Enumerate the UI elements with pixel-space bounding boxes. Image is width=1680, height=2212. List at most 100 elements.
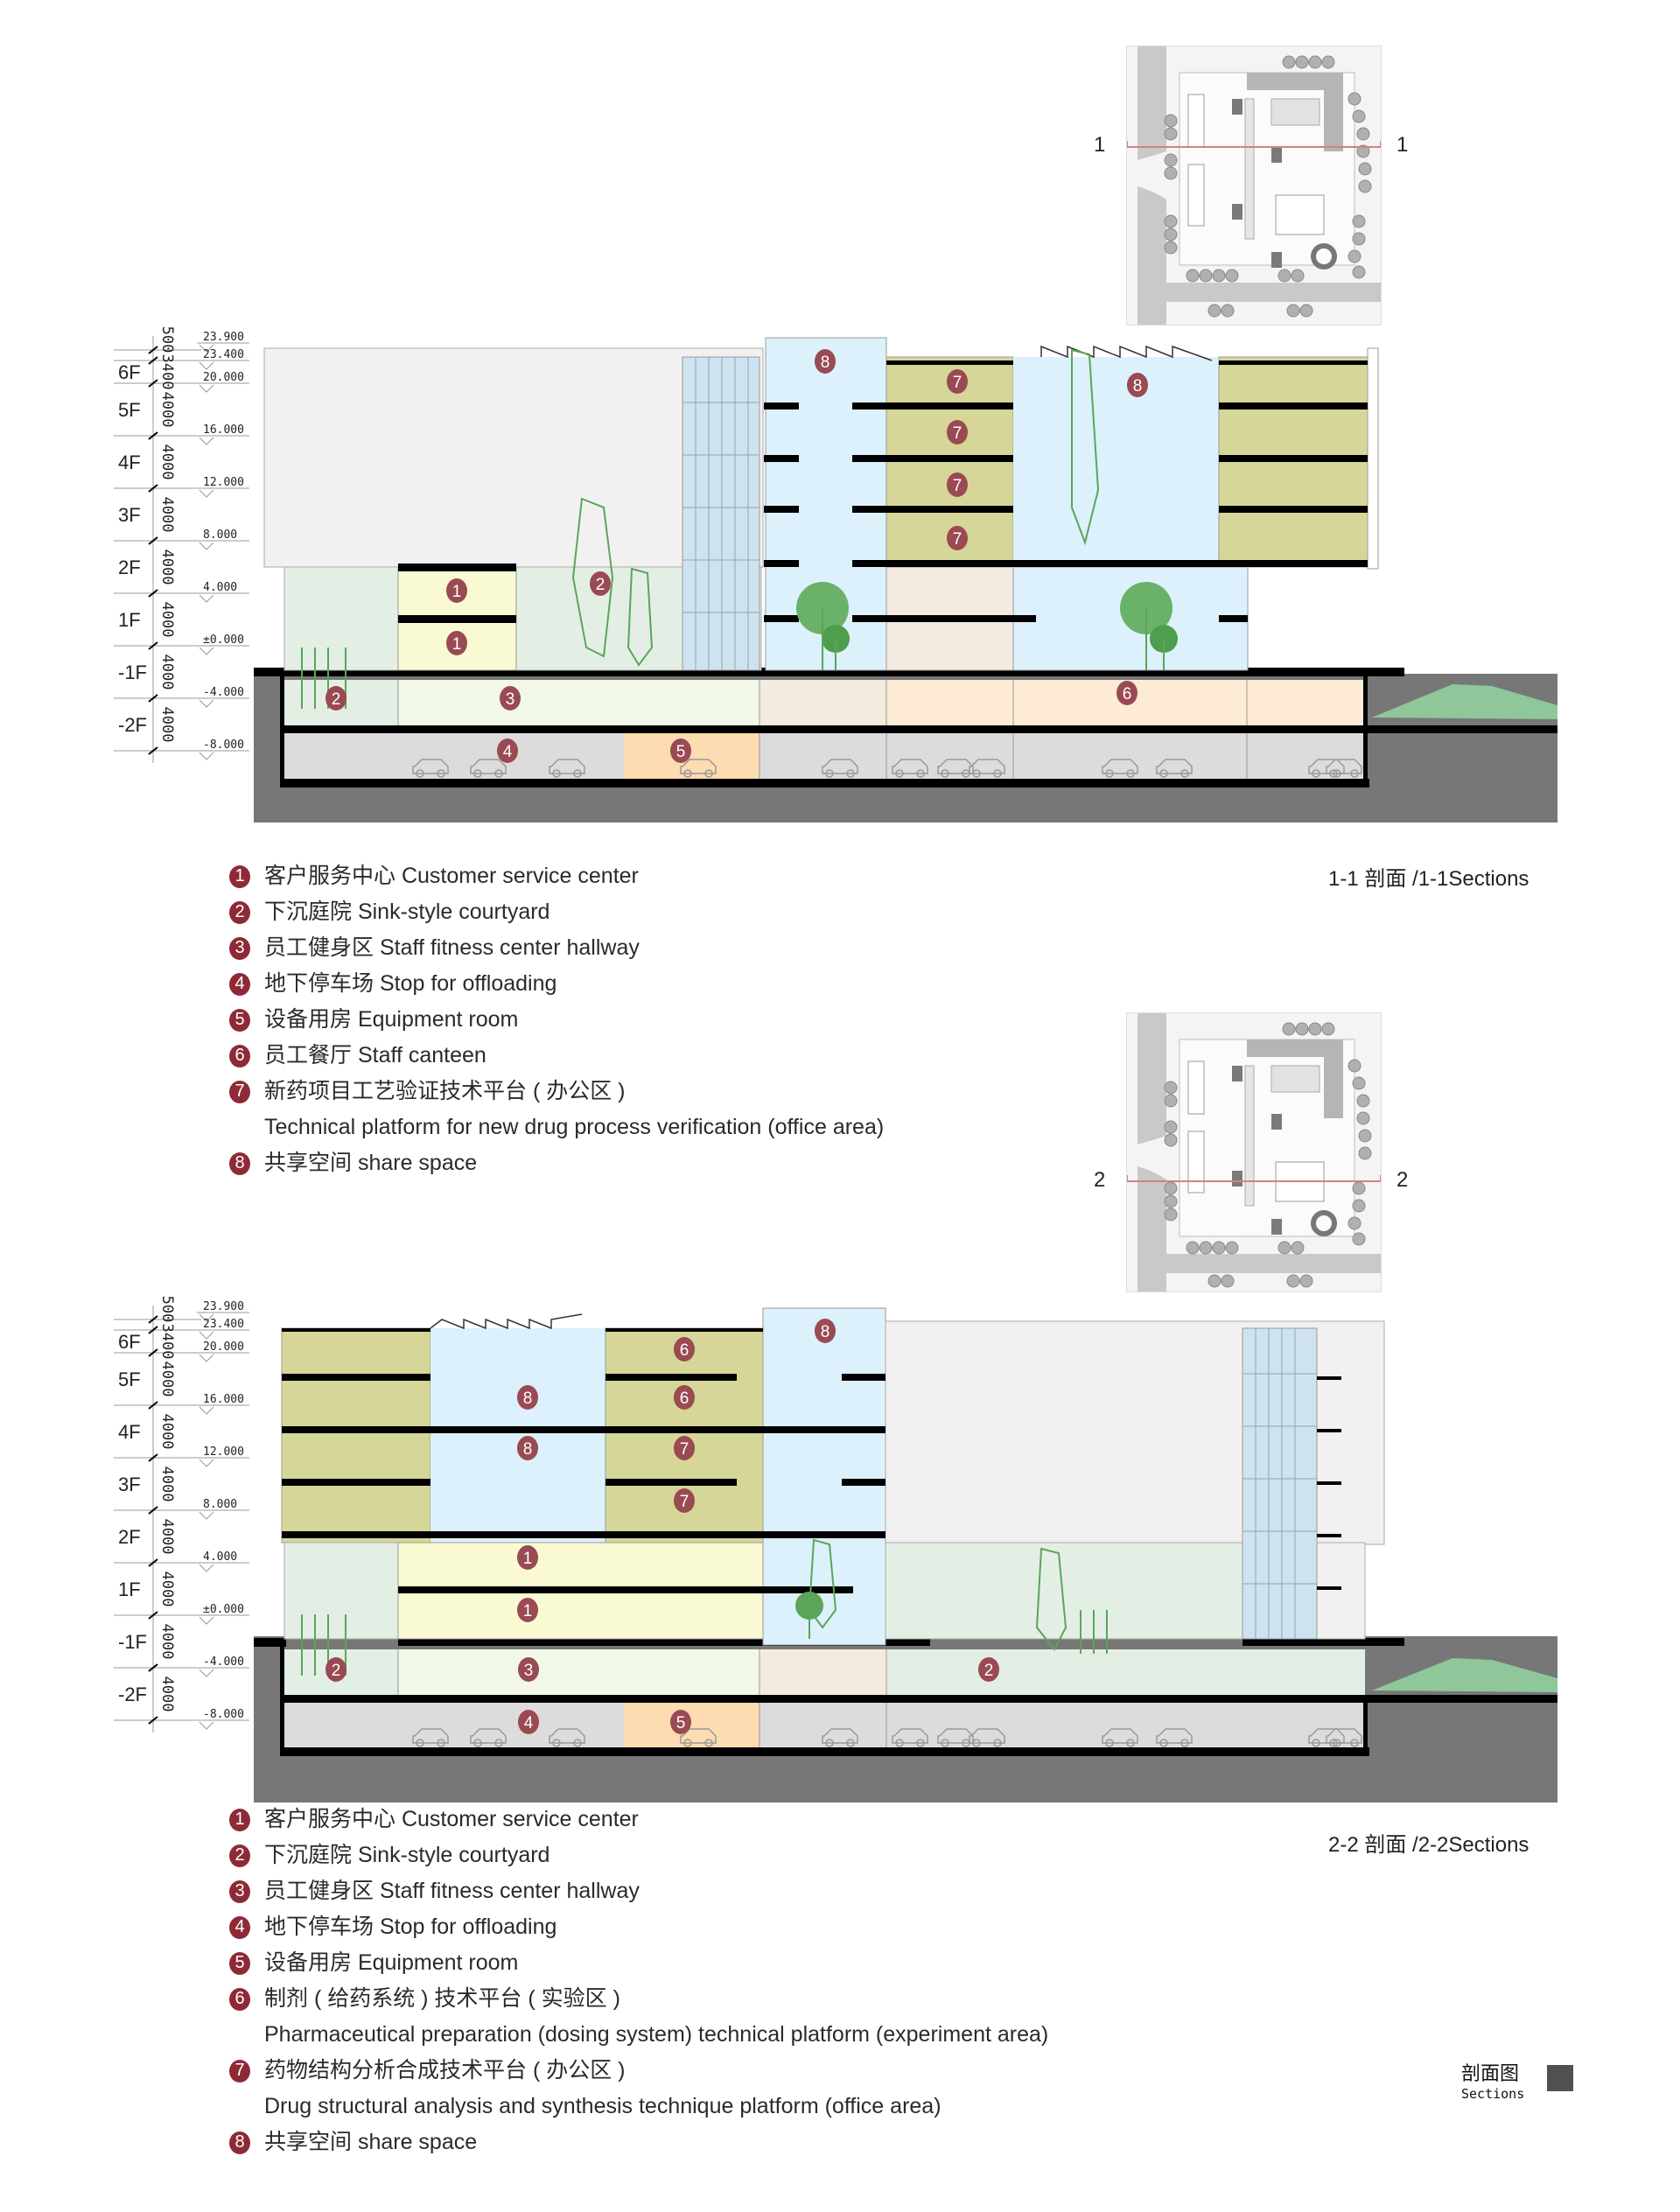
dimension-label: 4000 bbox=[158, 550, 176, 585]
legend-label: 共享空间 share space bbox=[264, 1151, 478, 1175]
badge-number: 2 bbox=[596, 576, 606, 594]
badge-number: 1 bbox=[523, 1550, 533, 1568]
parked-cars bbox=[412, 759, 1362, 778]
car-icon bbox=[1102, 759, 1138, 778]
legend-number-badge: 3 bbox=[229, 1880, 250, 1903]
legend-item: 7 新药项目工艺验证技术平台 ( 办公区 ) bbox=[229, 1074, 884, 1110]
dimension-label: 500 bbox=[158, 1296, 176, 1323]
floor-label: 2F bbox=[118, 556, 141, 578]
floor-label: -1F bbox=[118, 1631, 147, 1653]
level-label: ±0.000 bbox=[203, 1603, 244, 1616]
badge-number: 1 bbox=[523, 1602, 533, 1620]
dimension-label: 3400 bbox=[158, 1324, 176, 1360]
floor-label: 6F bbox=[118, 1331, 141, 1353]
footer-square-mark bbox=[1547, 2065, 1573, 2091]
legend-number-badge: 7 bbox=[229, 1080, 250, 1103]
floor-label: -1F bbox=[118, 662, 147, 683]
room-number-badge: 8 bbox=[517, 1385, 538, 1410]
site-plan-drawing bbox=[1127, 46, 1381, 325]
legend-item: 1 客户服务中心 Customer service center bbox=[229, 1802, 1048, 1838]
level-label: ±0.000 bbox=[203, 634, 244, 647]
badge-number: 2 bbox=[332, 690, 341, 709]
room-number-badge: 2 bbox=[326, 1657, 346, 1682]
badge-number: 6 bbox=[1123, 685, 1132, 704]
car-icon bbox=[969, 1728, 1005, 1747]
room-number-badge: 3 bbox=[518, 1657, 539, 1682]
cut-label-2-right: 2 bbox=[1396, 1168, 1409, 1192]
legend-label: 药物结构分析合成技术平台 ( 办公区 ) bbox=[264, 2058, 626, 2082]
level-label: 12.000 bbox=[203, 476, 244, 489]
room-number-badge: 7 bbox=[674, 1436, 695, 1460]
car-icon bbox=[412, 1728, 449, 1747]
badge-number: 6 bbox=[680, 1341, 690, 1360]
badge-number: 2 bbox=[984, 1662, 994, 1680]
dimension-label: 4000 bbox=[158, 1572, 176, 1607]
legend-label: 设备用房 Equipment room bbox=[264, 1950, 519, 1975]
room-number-badge: 8 bbox=[815, 349, 836, 374]
section-2-title: 2-2 剖面 /2-2Sections bbox=[1328, 1833, 1530, 1857]
badge-number: 8 bbox=[1133, 377, 1143, 396]
legend-number-badge: 1 bbox=[229, 1808, 250, 1831]
badge-number: 8 bbox=[821, 1323, 830, 1341]
floor-label: 4F bbox=[118, 1421, 141, 1443]
room-number-badge: 1 bbox=[517, 1598, 538, 1622]
legend-number-badge: 2 bbox=[229, 900, 250, 924]
room-number-badge: 6 bbox=[1116, 681, 1138, 705]
legend-number-badge: 4 bbox=[229, 972, 250, 996]
key-plan-2 bbox=[1126, 1012, 1382, 1292]
legend-label: 客户服务中心 Customer service center bbox=[264, 1807, 639, 1831]
legend-sublabel: Pharmaceutical preparation (dosing syste… bbox=[264, 2022, 1049, 2047]
dimension-label: 3400 bbox=[158, 354, 176, 390]
badge-number: 7 bbox=[953, 530, 962, 549]
badge-number: 8 bbox=[523, 1390, 533, 1408]
room-number-badge: 5 bbox=[670, 1710, 691, 1734]
room-number-badge: 2 bbox=[978, 1657, 999, 1682]
room-number-badge: 2 bbox=[326, 686, 346, 710]
dimension-label: 4000 bbox=[158, 1414, 176, 1450]
dimension-label: 4000 bbox=[158, 497, 176, 533]
level-label: -8.000 bbox=[203, 738, 244, 752]
legend-sublabel: Drug structural analysis and synthesis t… bbox=[264, 2094, 942, 2118]
level-label: 16.000 bbox=[203, 424, 244, 437]
legend-label: 客户服务中心 Customer service center bbox=[264, 864, 639, 888]
badge-number: 3 bbox=[524, 1662, 534, 1680]
level-label: -4.000 bbox=[203, 686, 244, 699]
badge-number: 5 bbox=[676, 1714, 686, 1732]
cut-label-1-left: 1 bbox=[1094, 133, 1106, 157]
car-icon bbox=[470, 1728, 507, 1747]
legend-sublabel: Technical platform for new drug process … bbox=[264, 1115, 885, 1139]
car-icon bbox=[470, 759, 507, 778]
dimension-label: 4000 bbox=[158, 1676, 176, 1712]
dimension-label: 4000 bbox=[158, 654, 176, 690]
legend-label: 地下停车场 Stop for offloading bbox=[264, 1914, 557, 1939]
floor-label: -2F bbox=[118, 1684, 147, 1705]
level-label: 8.000 bbox=[203, 528, 237, 542]
level-label: 23.900 bbox=[203, 331, 244, 344]
footer-title-cn: 剖面图 bbox=[1461, 2063, 1520, 2085]
level-label: 12.000 bbox=[203, 1446, 244, 1459]
legend-number-badge: 5 bbox=[229, 1008, 250, 1032]
badge-number: 2 bbox=[332, 1662, 341, 1680]
trees bbox=[301, 1538, 1108, 1676]
floor-label: -2F bbox=[118, 714, 147, 736]
level-label: 8.000 bbox=[203, 1498, 237, 1511]
legend-number-badge: 6 bbox=[229, 1044, 250, 1068]
room-number-badge: 4 bbox=[497, 738, 518, 763]
legend-label: 新药项目工艺验证技术平台 ( 办公区 ) bbox=[264, 1079, 626, 1103]
floor-label: 6F bbox=[118, 361, 141, 383]
badge-number: 7 bbox=[953, 477, 962, 495]
key-plan-1 bbox=[1126, 46, 1382, 326]
room-number-badge: 8 bbox=[1127, 373, 1148, 397]
section-1-title: 1-1 剖面 /1-1Sections bbox=[1328, 867, 1530, 891]
legend-label: 共享空间 share space bbox=[264, 2130, 478, 2154]
floor-label: 3F bbox=[118, 504, 141, 526]
car-icon bbox=[549, 1728, 585, 1747]
floor-label: 1F bbox=[118, 609, 141, 631]
